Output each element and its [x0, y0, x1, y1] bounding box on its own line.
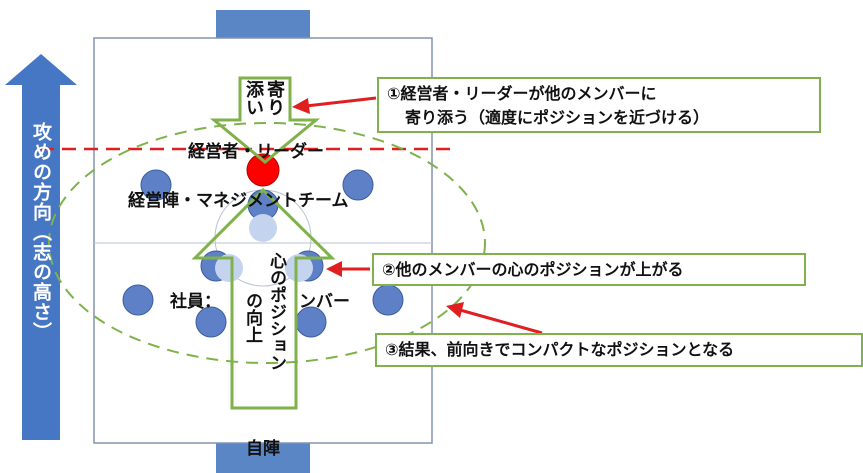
callout-3: ③結果、前向きでコンパクトなポジションとなる — [375, 333, 863, 367]
faded-player — [215, 254, 243, 282]
down-arrow-label-col1: 寄り — [264, 80, 285, 116]
callout-3-number: ③ — [385, 340, 399, 359]
down-arrow — [209, 76, 321, 164]
callout-1-number: ① — [387, 84, 401, 103]
direction-label: 攻めの方向（志の高さ） — [30, 122, 52, 342]
up-arrow-label-col2: の向上 — [242, 292, 262, 343]
callout-1-line1: ①経営者・リーダーが他のメンバーに — [387, 82, 811, 106]
callout-1: ①経営者・リーダーが他のメンバーに 寄り添う（適度にポジションを近づける） — [377, 77, 821, 133]
staff-label-suffix: ンバー — [299, 292, 350, 312]
pointer-arrow-3-head — [446, 302, 464, 318]
management-label: 経営陣・マネジメントチーム — [128, 191, 349, 211]
faded-player — [249, 214, 277, 242]
callout-2-text: 他のメンバーの心のポジションが上がる — [395, 260, 684, 279]
leader-label: 経営者・リーダー — [188, 142, 324, 162]
top-goal — [216, 10, 310, 40]
callout-3-text: 結果、前向きでコンパクトなポジションとなる — [398, 340, 735, 359]
leader-player — [246, 153, 280, 187]
own-goal-label: 自陣 — [246, 439, 280, 459]
pointer-arrow-1 — [305, 96, 377, 108]
management-player — [342, 169, 374, 201]
pointer-arrow-3 — [459, 308, 543, 335]
bottom-goal — [216, 443, 310, 473]
callout-1-text1: 経営者・リーダーが他のメンバーに — [400, 84, 657, 103]
callout-2-number: ② — [382, 260, 396, 279]
up-arrow — [191, 187, 336, 410]
pointer-arrow-2-head — [326, 261, 342, 277]
management-player — [140, 169, 172, 201]
team-ellipse — [48, 122, 486, 364]
staff-player — [372, 284, 404, 316]
faded-player — [285, 254, 313, 282]
callout-2: ②他のメンバーの心のポジションが上がる — [372, 253, 806, 286]
direction-arrow — [5, 54, 77, 440]
staff-player — [122, 284, 154, 316]
callout-1-line2: 寄り添う（適度にポジションを近づける） — [405, 108, 710, 127]
staff-label-prefix: 社員： — [170, 292, 221, 312]
up-arrow-label-col1: 心のポジション — [266, 252, 286, 371]
pointer-arrow-1-head — [292, 98, 310, 114]
staff-player — [195, 306, 227, 338]
down-arrow-label-col2: 添い — [243, 80, 264, 116]
